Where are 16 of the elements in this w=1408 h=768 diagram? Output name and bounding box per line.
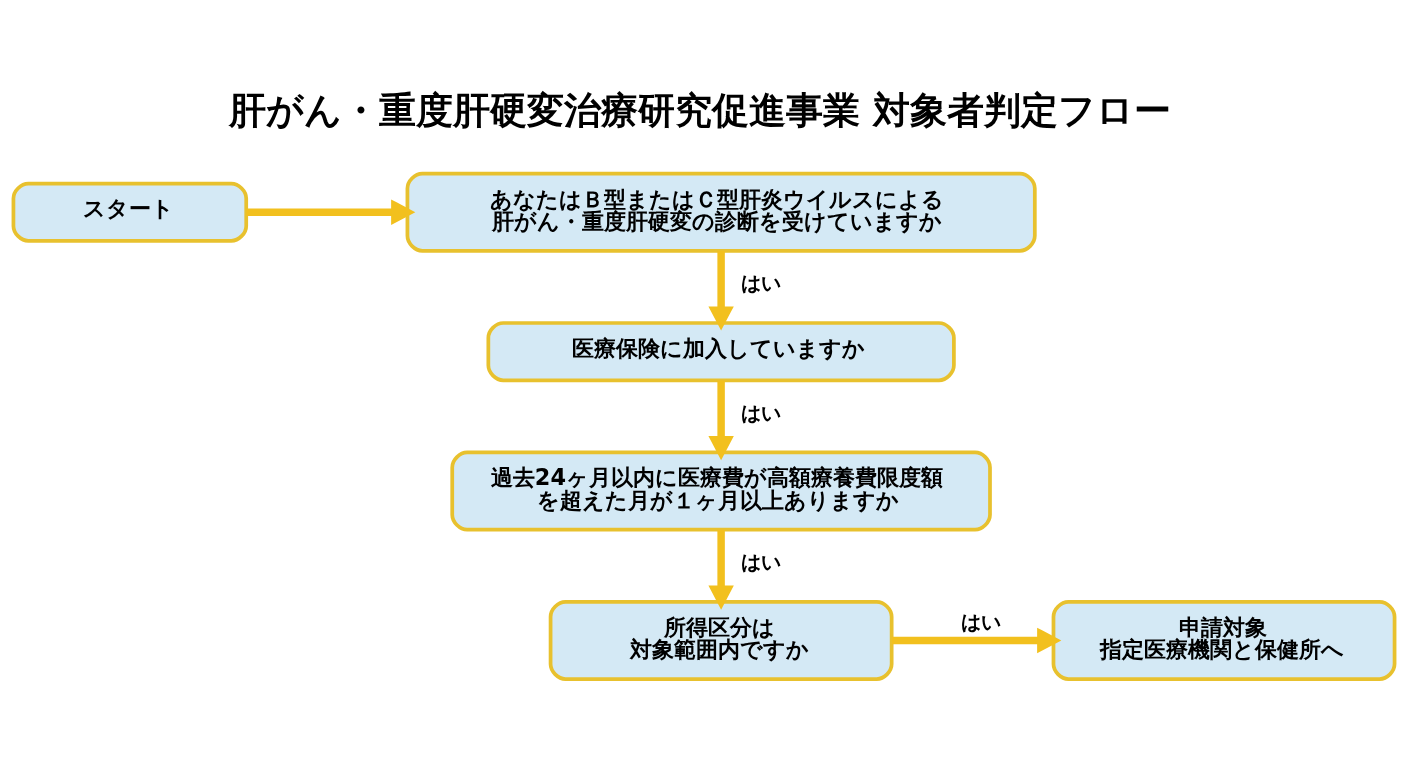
arrow — [891, 627, 1062, 654]
arrow — [708, 250, 734, 331]
node-box: 医療保険に加入していますか — [486, 321, 956, 383]
node-box: 過去24ヶ月以内に医療費が高額療養費限度額を超えた月が１ヶ月以上ありますか — [450, 450, 992, 532]
diagram-title: 肝がん・重度肝硬変治療研究促進事業 対象者判定フロー — [229, 87, 1172, 132]
node-box: 申請対象 指定医療機関と保健所へ — [1051, 599, 1397, 681]
node-box: スタート — [11, 181, 249, 243]
arrow — [708, 529, 734, 610]
node-box: あなたはＢ型またはＣ型肝炎ウイルスによる肝がん・重度肝硬変の診断を受けていますか — [405, 171, 1037, 253]
edge-label: はい — [741, 551, 782, 575]
edge-label: はい — [741, 401, 782, 425]
arrow — [708, 380, 734, 461]
node-box: 所得区分は対象範囲内ですか — [548, 599, 894, 681]
arrow — [246, 199, 416, 225]
edge-label: はい — [741, 272, 782, 296]
edge-label: はい — [961, 610, 1002, 634]
